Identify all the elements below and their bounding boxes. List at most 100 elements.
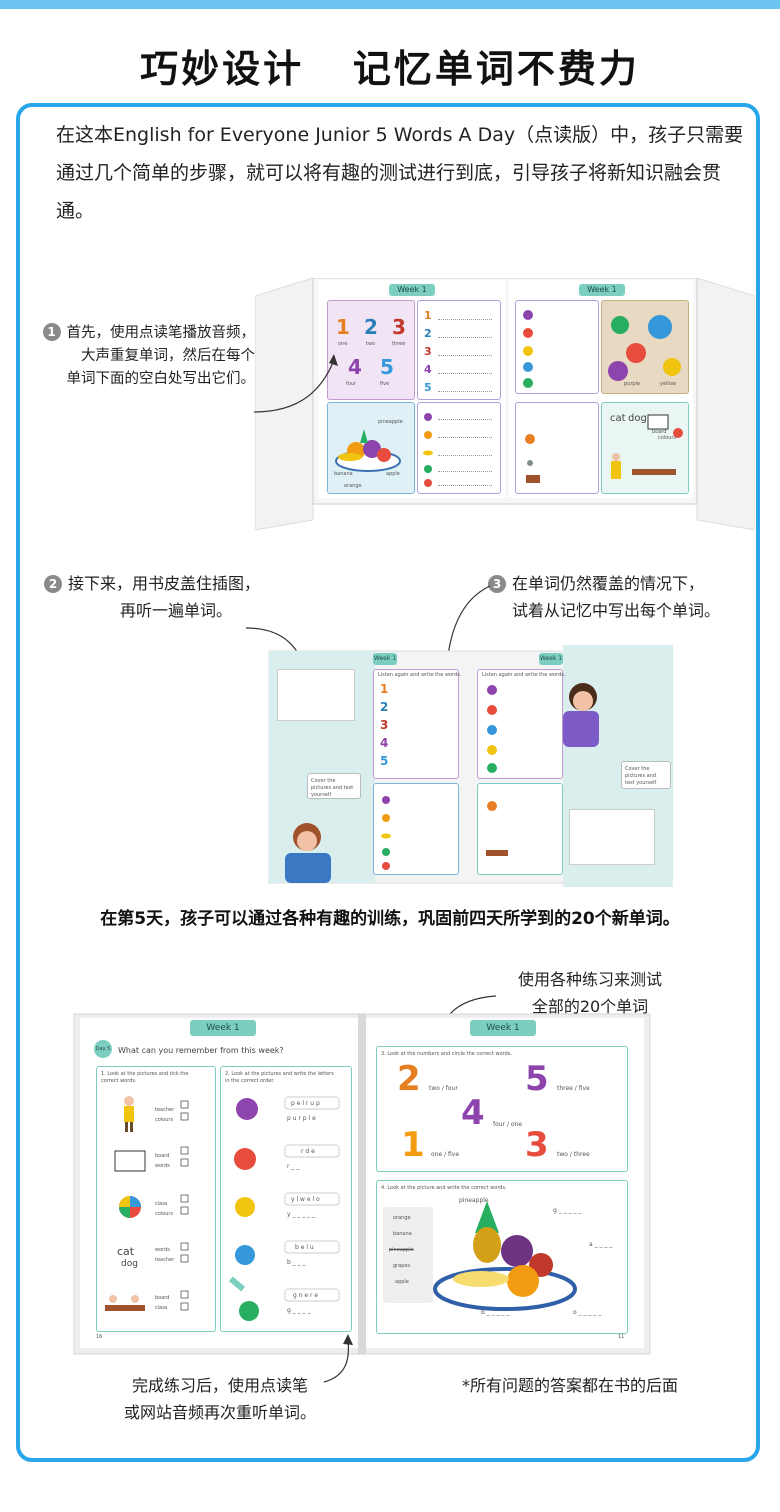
teacher-and-class-illustration [611, 414, 683, 479]
list-number-5: 5 [424, 381, 432, 394]
word-orange: orange [344, 483, 362, 489]
number-choice: four / one [493, 1121, 523, 1128]
word-banana: banana [334, 471, 353, 477]
list-number-4: 4 [424, 363, 432, 376]
day5-badge: Day 5 [94, 1040, 112, 1058]
test-callout: 使用各种练习来测试 全部的20个单词 [480, 966, 700, 1020]
word-one: one [338, 341, 348, 347]
tick-option: colours [155, 1211, 174, 1217]
fruit-list-icons [423, 413, 433, 487]
book-spread-3: Week 1 Day 5 What can you remember from … [72, 1012, 652, 1362]
number-choice: three / five [557, 1085, 590, 1092]
paint-splats-illustration [608, 315, 681, 381]
word-pineapple: pineapple [378, 419, 403, 425]
exercise-1-instruction: 1. Look at the pictures and tick the cor… [101, 1071, 189, 1084]
list-number-3: 3 [424, 345, 432, 358]
listen-callout-line-1: 完成练习后，使用点读笔 [131, 1376, 308, 1395]
exercise-2-instruction: 2. Look at the pictures and write the le… [225, 1071, 334, 1084]
tick-option: board [155, 1153, 170, 1159]
classroom-icons [486, 801, 508, 856]
word-cat: cat [117, 1245, 135, 1258]
write-line [438, 337, 492, 338]
number-1: 1 [380, 682, 389, 696]
book2-left-fruit-panel [373, 783, 459, 875]
write-line [438, 471, 492, 472]
page-number-right: 11 [618, 1334, 625, 1340]
page-number-left: 16 [96, 1334, 103, 1340]
week-tab: Week 1 [373, 653, 397, 665]
step-1-line-3: 单词下面的空白处写出它们。 [66, 371, 256, 387]
classroom-picture-panel: cat dog board colours [601, 402, 689, 494]
classroom-icons [525, 434, 540, 483]
number-4: 4 [348, 355, 362, 379]
week-tab: Week 1 [389, 284, 435, 296]
number-3: 3 [380, 718, 389, 732]
fruit-answer: o _ _ _ _ _ [573, 1309, 602, 1316]
week-tab: Week 1 [539, 653, 563, 665]
instruction: Listen again and write the words. [378, 672, 462, 678]
number-2: 2 [380, 700, 389, 714]
step-3-badge: 3 [488, 575, 506, 593]
fruit-word-crossed: pineapple [389, 1247, 414, 1253]
exercise-3-instruction: 3. Look at the numbers and circle the co… [381, 1051, 513, 1057]
fruit-answer: g _ _ _ _ _ [553, 1207, 582, 1214]
tick-option: colours [155, 1117, 174, 1123]
word-five: five [380, 381, 390, 387]
exercise-3-panel: 3. Look at the numbers and circle the co… [376, 1046, 628, 1172]
word-dog: dog [628, 413, 647, 424]
fruit-word-list: orange banana pineapple grapes apple [383, 1207, 433, 1303]
word-four: four [346, 381, 357, 387]
book-spread-2: Listen again and write the words. 1 2 3 … [265, 645, 673, 887]
day5-summary: 在第5天，孩子可以通过各种有趣的训练，巩固前四天所学到的20个新单词。 [100, 909, 680, 929]
paint-splat-icons [487, 685, 497, 773]
exercise-4-instruction: 4. Look at the picture and write the cor… [381, 1185, 507, 1191]
scrambled-word: r d e [301, 1148, 315, 1155]
number-choice: two / four [429, 1085, 458, 1092]
step-3-line-2: 试着从记忆中写出每个单词。 [512, 601, 721, 620]
listen-callout: 完成练习后，使用点读笔 或网站音频再次重听单词。 [100, 1372, 340, 1426]
unscrambled-answer: p u r p l e [287, 1115, 316, 1122]
word-yellow: yellow [660, 381, 676, 387]
write-line [438, 319, 492, 320]
tick-option: teacher [155, 1257, 175, 1263]
fruit-bowl-icon [335, 429, 401, 472]
word-dog: dog [121, 1259, 138, 1269]
write-line [438, 355, 492, 356]
tick-option: words [155, 1163, 170, 1169]
word-two: two [366, 341, 376, 347]
exercise-2-panel: 2. Look at the pictures and write the le… [220, 1066, 352, 1332]
book2-left-write-panel: Listen again and write the words. 1 2 3 … [373, 669, 462, 779]
day2-write-panel [417, 402, 501, 494]
intro-paragraph: 在这本English for Everyone Junior 5 Words A… [56, 124, 744, 222]
week-tab: Week 1 [579, 284, 625, 296]
big-number: 5 [525, 1059, 549, 1099]
write-line [438, 391, 492, 392]
scrambled-word: b e l u [295, 1244, 314, 1251]
colours-picture-panel: purple yellow [601, 300, 689, 394]
fruit-answer: b _ _ _ _ _ [481, 1309, 510, 1316]
page-title: 巧妙设计 记忆单词不费力 [140, 47, 640, 91]
book-spread-1: Week 1 1 2 3 4 5 one two three four five… [255, 278, 755, 530]
fruit-word: banana [393, 1231, 412, 1237]
day1-write-panel: 1 2 3 4 5 [417, 300, 501, 400]
fruit-word: apple [395, 1279, 409, 1285]
number-2: 2 [364, 315, 378, 339]
write-line [438, 437, 492, 438]
step-1-line-1: 首先，使用点读笔播放音频， [66, 325, 256, 341]
step-1-arrow [253, 354, 338, 413]
listen-arrow [323, 1334, 353, 1383]
big-number: 3 [525, 1125, 549, 1165]
mini-book-thumbnail [569, 809, 655, 865]
paint-splat-icons [523, 310, 533, 388]
cover-note-right: Cover the pictures and test yourself [621, 761, 671, 789]
unscrambled-answer: b _ _ _ [287, 1259, 306, 1266]
list-number-1: 1 [424, 309, 432, 322]
step-3-line-1: 在单词仍然覆盖的情况下， [512, 574, 705, 593]
fruit-answer: a _ _ _ _ [589, 1241, 613, 1248]
write-line [438, 455, 492, 456]
list-number-2: 2 [424, 327, 432, 340]
top-accent-bar [0, 0, 780, 9]
day5-question: What can you remember from this week? [118, 1046, 284, 1055]
book2-right-class-panel [477, 783, 563, 875]
